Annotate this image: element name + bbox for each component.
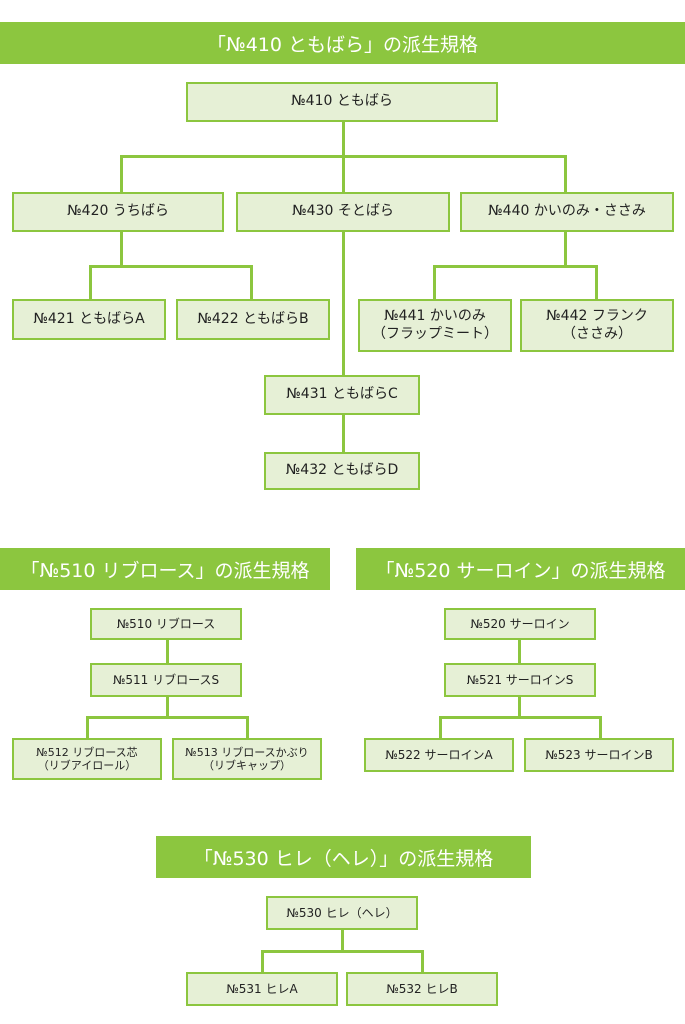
node-511: №511 リブロースS [90, 663, 242, 697]
connector [342, 230, 345, 375]
node-422: №422 ともばらB [176, 299, 330, 340]
node-512: №512 リブロース芯 （リブアイロール） [12, 738, 162, 780]
connector [564, 230, 567, 267]
connector [250, 265, 253, 299]
section-530-title: 「№530 ヒレ（ヘレ）」の派生規格 [156, 836, 531, 878]
connector [599, 716, 602, 738]
node-432: №432 ともばらD [264, 452, 420, 490]
node-430: №430 そとばら [236, 192, 450, 232]
node-513: №513 リブロースかぶり （リブキャップ） [172, 738, 322, 780]
connector [86, 716, 89, 738]
connector [564, 155, 567, 192]
connector [518, 695, 521, 718]
connector [89, 265, 253, 268]
node-523: №523 サーロインB [524, 738, 674, 772]
connector [518, 638, 521, 663]
connector [120, 155, 123, 192]
node-520: №520 サーロイン [444, 608, 596, 640]
section-510-title: 「№510 リブロース」の派生規格 [0, 548, 330, 590]
section-520-title: 「№520 サーロイン」の派生規格 [356, 548, 685, 590]
node-421: №421 ともばらA [12, 299, 166, 340]
connector [433, 265, 436, 299]
node-530: №530 ヒレ（ヘレ） [266, 896, 418, 930]
node-440: №440 かいのみ・ささみ [460, 192, 674, 232]
connector [342, 413, 345, 452]
connector [166, 638, 169, 663]
connector [595, 265, 598, 299]
connector [261, 950, 264, 972]
connector [342, 155, 345, 192]
node-513-line1: №513 リブロースかぶり [185, 745, 309, 759]
node-512-line1: №512 リブロース芯 [36, 745, 138, 759]
node-410: №410 ともばら [186, 82, 498, 122]
node-513-line2: （リブキャップ） [203, 759, 291, 772]
node-431: №431 ともばらC [264, 375, 420, 415]
node-442-line1: №442 フランク [546, 308, 648, 325]
node-441-line2: （フラップミート） [372, 325, 498, 342]
connector [86, 716, 249, 719]
connector [433, 265, 598, 268]
connector [341, 928, 344, 952]
node-420: №420 うちばら [12, 192, 224, 232]
connector [89, 265, 92, 299]
connector [166, 695, 169, 718]
connector [439, 716, 602, 719]
node-442: №442 フランク （ささみ） [520, 299, 674, 352]
node-512-line2: （リブアイロール） [37, 759, 137, 772]
node-531: №531 ヒレA [186, 972, 338, 1006]
connector [439, 716, 442, 738]
connector [246, 716, 249, 738]
node-510: №510 リブロース [90, 608, 242, 640]
node-441: №441 かいのみ （フラップミート） [358, 299, 512, 352]
node-442-line2: （ささみ） [562, 325, 632, 342]
node-532: №532 ヒレB [346, 972, 498, 1006]
section-410-title: 「№410 ともばら」の派生規格 [0, 22, 685, 64]
connector [421, 950, 424, 972]
node-522: №522 サーロインA [364, 738, 514, 772]
connector [261, 950, 424, 953]
node-521: №521 サーロインS [444, 663, 596, 697]
connector [342, 120, 345, 157]
node-441-line1: №441 かいのみ [384, 308, 486, 325]
connector [120, 230, 123, 267]
